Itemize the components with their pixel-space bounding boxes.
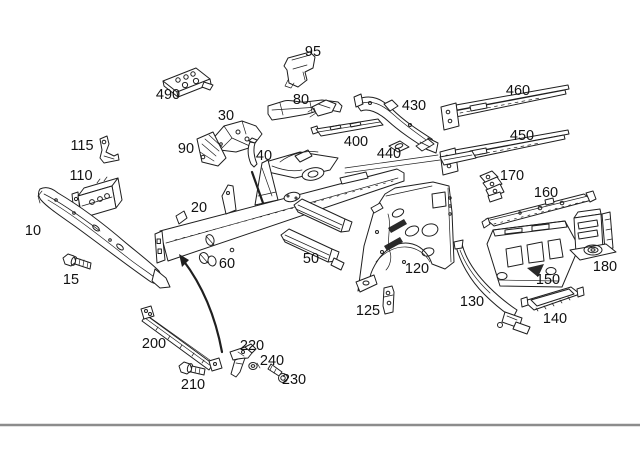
part-490-drawing (163, 68, 213, 97)
part-90-drawing (197, 132, 226, 166)
part-440-drawing (389, 139, 434, 152)
part-50-drawing (281, 199, 352, 270)
part-label-440[interactable]: 440 (377, 146, 401, 162)
part-label-180[interactable]: 180 (593, 259, 617, 275)
part-label-400[interactable]: 400 (344, 134, 368, 150)
part-label-15[interactable]: 15 (63, 272, 79, 288)
part-label-160[interactable]: 160 (534, 185, 558, 201)
part-label-450[interactable]: 450 (510, 128, 534, 144)
part-460-drawing (441, 85, 569, 130)
part-150-drawing (487, 221, 579, 287)
part-label-490[interactable]: 490 (156, 87, 180, 103)
part-15-drawing (63, 254, 91, 269)
part-label-110[interactable]: 110 (69, 168, 92, 184)
part-110-drawing (65, 177, 122, 224)
part-label-210[interactable]: 210 (181, 377, 205, 393)
part-10-drawing (38, 188, 170, 288)
part-40-drawing (248, 138, 257, 167)
part-label-125[interactable]: 125 (356, 303, 380, 319)
part-label-95[interactable]: 95 (305, 44, 321, 60)
part-label-50[interactable]: 50 (303, 251, 319, 267)
part-95-drawing (284, 52, 315, 88)
part-400-drawing (308, 100, 383, 136)
part-label-60[interactable]: 60 (219, 256, 235, 272)
part-label-20[interactable]: 20 (191, 200, 207, 216)
part-label-430[interactable]: 430 (402, 98, 426, 114)
part-label-130[interactable]: 130 (460, 294, 484, 310)
part-210-drawing (179, 362, 205, 375)
part-220-drawing (230, 344, 256, 377)
part-180-drawing (570, 209, 616, 260)
part-label-115[interactable]: 115 (70, 138, 93, 154)
part-125-drawing (383, 286, 394, 314)
part-20-drawing (155, 150, 476, 263)
part-label-90[interactable]: 90 (178, 141, 194, 157)
part-label-170[interactable]: 170 (500, 168, 524, 184)
part-label-140[interactable]: 140 (543, 311, 567, 327)
part-label-200[interactable]: 200 (142, 336, 166, 352)
part-label-10[interactable]: 10 (25, 223, 41, 239)
part-130-drawing (454, 240, 530, 334)
part-label-230[interactable]: 230 (282, 372, 306, 388)
part-60-drawing (198, 252, 217, 267)
part-120-drawing (356, 182, 454, 292)
part-label-220[interactable]: 220 (240, 338, 264, 354)
part-140-drawing (521, 287, 584, 311)
part-200-drawing (141, 306, 222, 371)
part-label-150[interactable]: 150 (536, 272, 560, 288)
part-115-drawing (100, 136, 119, 163)
part-240-drawing (249, 363, 260, 370)
part-label-80[interactable]: 80 (293, 92, 309, 108)
part-160-drawing (482, 191, 596, 228)
part-label-240[interactable]: 240 (260, 353, 284, 369)
pointer-arrow (179, 254, 222, 352)
part-170-drawing (480, 171, 504, 202)
part-label-120[interactable]: 120 (405, 261, 429, 277)
part-230-drawing (268, 364, 288, 383)
part-label-30[interactable]: 30 (218, 108, 234, 124)
part-label-460[interactable]: 460 (506, 83, 530, 99)
